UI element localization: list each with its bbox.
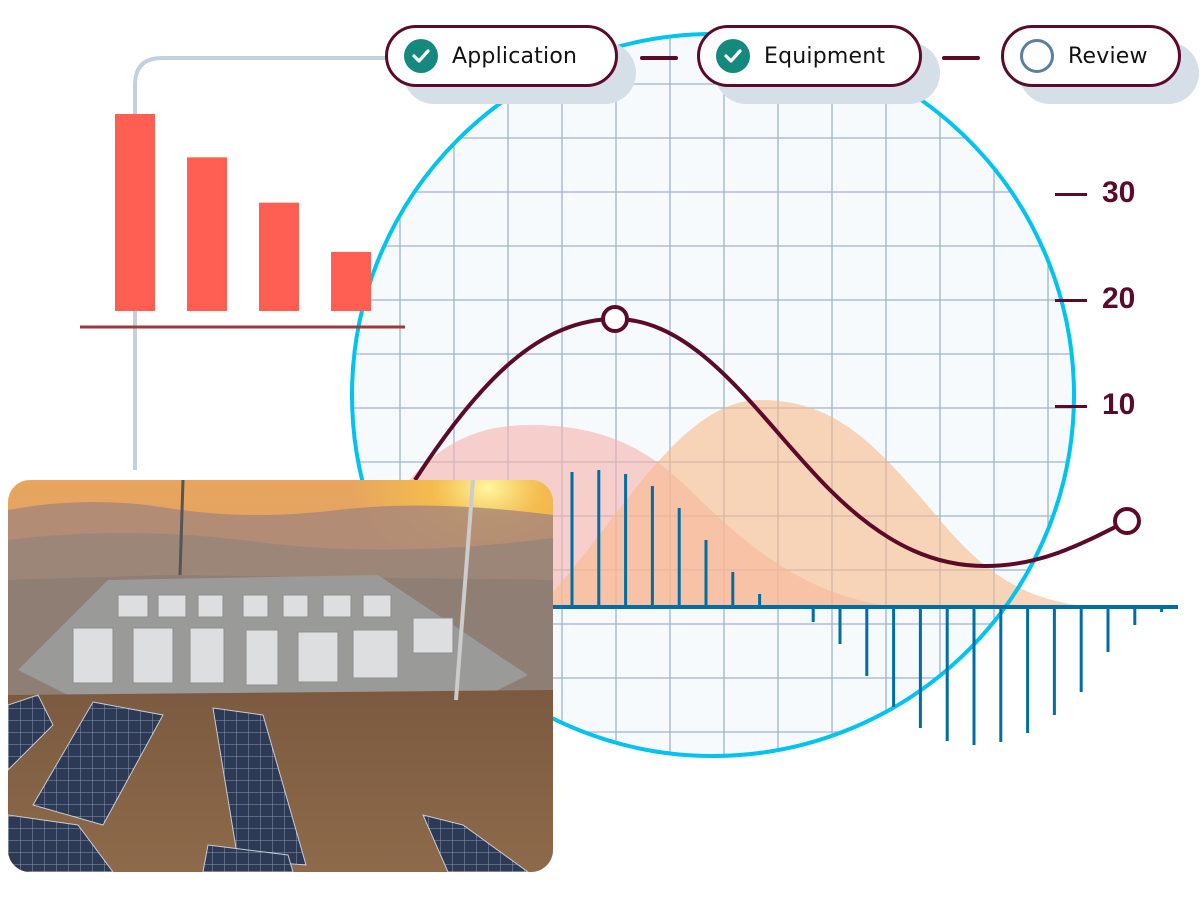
step-label: Review <box>1068 43 1148 69</box>
y-label-10: 10 <box>1102 388 1136 421</box>
y-label-20: 20 <box>1102 282 1136 315</box>
y-tick <box>1055 405 1087 408</box>
check-circle-icon <box>716 39 750 73</box>
trend-curve <box>413 316 1128 569</box>
bar-chart <box>115 114 371 311</box>
y-tick <box>1055 299 1087 302</box>
check-circle-icon <box>404 39 438 73</box>
step-connector <box>942 56 980 60</box>
step-connector <box>640 56 678 60</box>
bar <box>187 157 227 311</box>
energy-storage-photo <box>8 480 553 872</box>
step-review[interactable]: Review <box>1001 25 1181 87</box>
y-tick <box>1055 193 1087 196</box>
bar <box>259 202 299 311</box>
step-application[interactable]: Application <box>385 25 618 87</box>
bar <box>331 251 371 311</box>
empty-circle-icon <box>1020 39 1054 73</box>
step-label: Application <box>452 43 578 69</box>
connector-line <box>133 56 390 470</box>
step-equipment[interactable]: Equipment <box>697 25 922 87</box>
stem-plot <box>570 470 1164 745</box>
curve-point-peak <box>601 305 629 333</box>
step-label: Equipment <box>764 43 886 69</box>
orange-area <box>540 400 1090 607</box>
bar <box>115 114 155 311</box>
curve-point-end <box>1113 507 1141 535</box>
y-label-30: 30 <box>1102 176 1136 209</box>
